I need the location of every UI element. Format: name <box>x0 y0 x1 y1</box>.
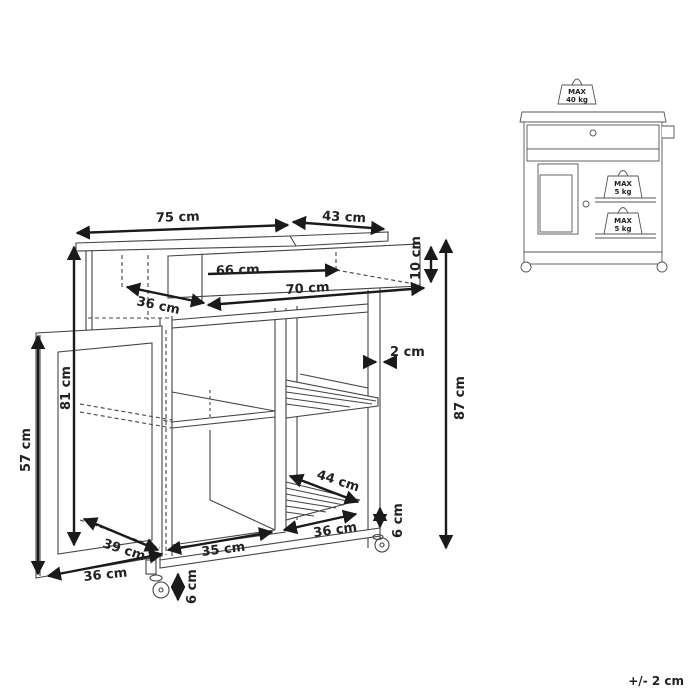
weight-top-icon <box>557 78 597 105</box>
label-wheel-height-rear: 6 cm <box>391 503 406 538</box>
load-lower-line2: 5 kg <box>615 225 632 233</box>
load-labels: MAX 40 kg MAX 5 kg MAX 5 kg <box>566 88 632 233</box>
label-wheel-height-front: 6 cm <box>185 569 200 604</box>
label-door-width: 36 cm <box>83 565 128 585</box>
load-capacity-inset <box>519 78 675 273</box>
load-top-line2: 40 kg <box>566 96 588 104</box>
load-top-line1: MAX <box>568 88 586 96</box>
label-drawer-inner-width: 66 cm <box>216 262 260 279</box>
weight-upper-shelf-icon <box>603 170 643 199</box>
open-door <box>35 325 163 579</box>
label-width-top: 75 cm <box>156 209 200 226</box>
weight-lower-shelf-icon <box>603 207 643 235</box>
castor-front-right <box>372 533 390 553</box>
label-body-height: 81 cm <box>59 366 74 410</box>
load-upper-line2: 5 kg <box>615 188 632 196</box>
label-shelf-width: 36 cm <box>312 520 358 541</box>
label-drawer-outer-width: 70 cm <box>285 280 330 298</box>
dimension-arrows <box>30 215 454 602</box>
label-total-height: 87 cm <box>453 376 468 420</box>
label-cabinet-width: 35 cm <box>201 540 246 560</box>
dimension-labels: 75 cm 43 cm 66 cm 36 cm 70 cm 10 cm 87 c… <box>19 209 468 604</box>
label-drawer-height: 10 cm <box>409 236 424 280</box>
label-frame-thickness: 2 cm <box>390 345 425 360</box>
label-door-height: 57 cm <box>19 428 34 472</box>
upper-slatted-shelf <box>285 373 379 419</box>
tolerance-note: +/- 2 cm <box>628 674 684 688</box>
load-upper-line1: MAX <box>614 180 632 188</box>
label-depth-top: 43 cm <box>322 209 367 226</box>
load-lower-line1: MAX <box>614 217 632 225</box>
